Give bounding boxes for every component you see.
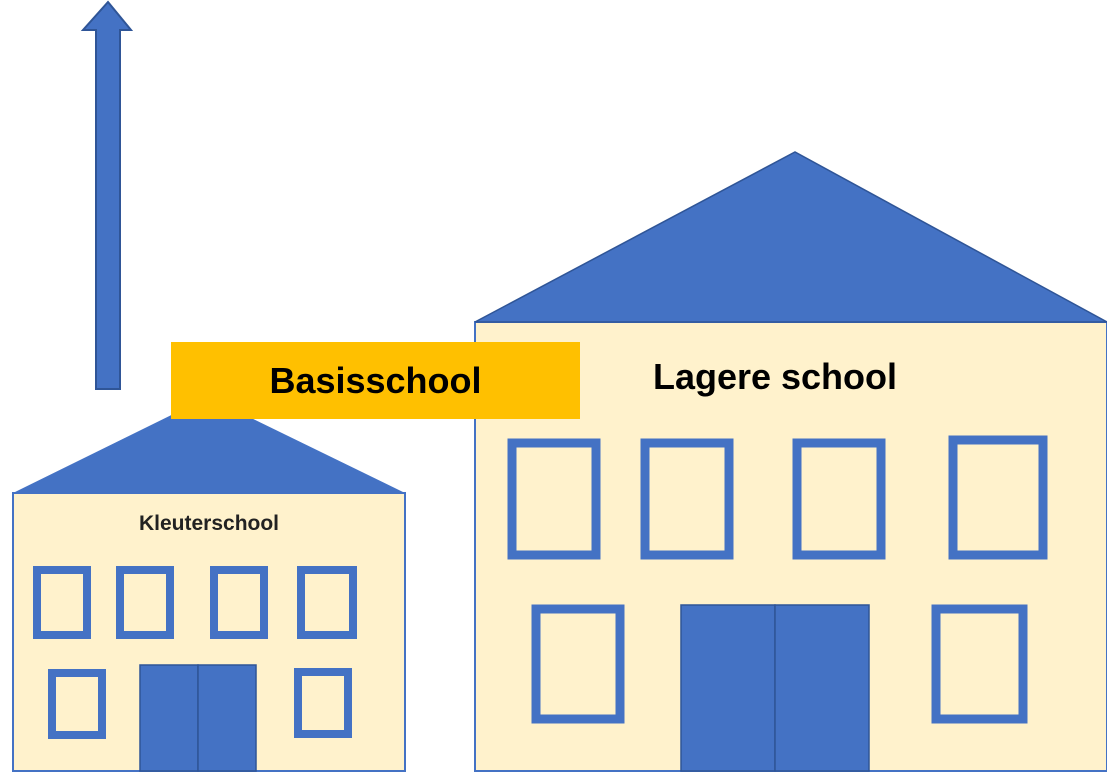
big-door-left [680,604,776,772]
kleuterschool-label: Kleuterschool [138,512,280,535]
basisschool-label: Basisschool [269,359,482,401]
small-window [210,566,268,639]
big-window [507,438,601,560]
small-window [294,668,352,738]
big-window [931,604,1028,724]
small-building-roof [13,397,405,493]
small-window [33,566,91,639]
small-window [48,669,106,739]
small-building [12,397,406,772]
lagere-school-label: Lagere school [652,356,898,397]
small-window [297,566,357,639]
big-window [948,435,1048,560]
small-door-right [197,664,257,772]
big-window [531,604,625,724]
big-door-right [774,604,870,772]
basisschool-banner: Basisschool [171,342,580,419]
big-building-roof [474,151,1107,323]
big-building [474,151,1107,772]
small-window [116,566,174,639]
big-window [792,438,886,560]
small-door-left [139,664,199,772]
arrow-up-icon [80,0,134,390]
big-window [640,438,734,560]
